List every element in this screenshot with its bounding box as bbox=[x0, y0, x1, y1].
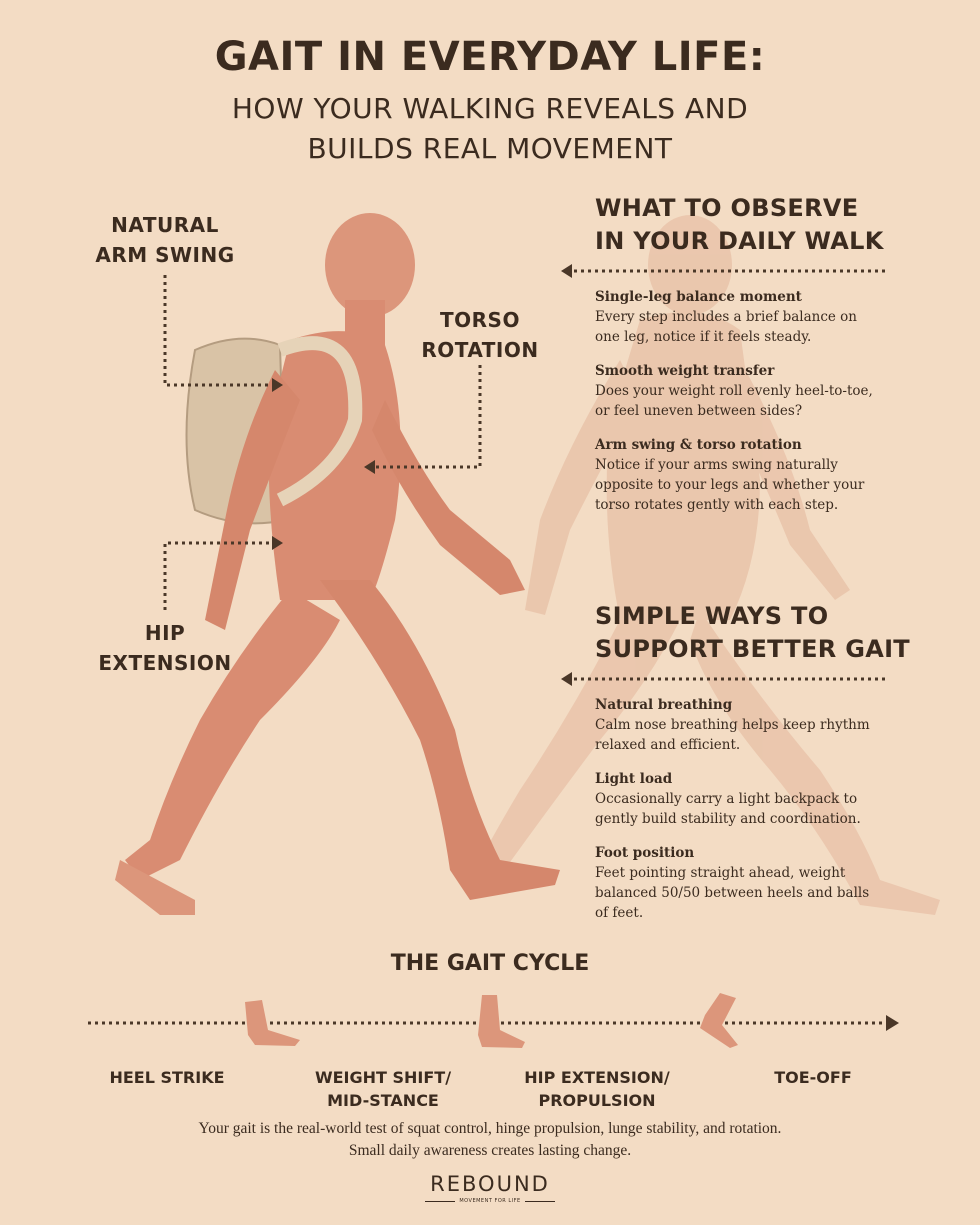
gait-cycle-feet bbox=[245, 993, 738, 1048]
logo-name: REBOUND bbox=[430, 1172, 550, 1196]
rebound-logo: REBOUND MOVEMENT FOR LIFE bbox=[390, 1172, 590, 1204]
label-torso-rotation-line-2: ROTATION bbox=[421, 338, 539, 362]
arm-swing-arrow bbox=[163, 275, 275, 387]
observe-item-title: Arm swing & torso rotation bbox=[595, 437, 802, 453]
phase-propulsion: HIP EXTENSION/PROPULSION bbox=[497, 1066, 697, 1112]
label-arm-swing: NATURAL ARM SWING bbox=[65, 210, 265, 270]
phase-mid-stance: WEIGHT SHIFT/MID-STANCE bbox=[283, 1066, 483, 1112]
support-item-text: Feet pointing straight ahead, weight bal… bbox=[595, 865, 870, 921]
foot-heel-strike bbox=[245, 1000, 300, 1046]
observe-heading: WHAT TO OBSERVE IN YOUR DAILY WALK bbox=[595, 192, 884, 258]
logo-rule-left bbox=[425, 1200, 456, 1202]
support-item-text: Calm nose breathing helps keep rhythm re… bbox=[595, 717, 870, 753]
logo-rule-right bbox=[524, 1200, 555, 1202]
observe-item-title: Single-leg balance moment bbox=[595, 289, 802, 305]
phase-label: TOE-OFF bbox=[774, 1068, 852, 1087]
label-torso-rotation: TORSO ROTATION bbox=[380, 305, 580, 365]
footer-line-1: Your gait is the real-world test of squa… bbox=[198, 1120, 782, 1137]
subtitle-line-1: HOW YOUR WALKING REVEALS AND bbox=[231, 92, 749, 125]
support-item-title: Natural breathing bbox=[595, 697, 733, 713]
support-heading-line-2: SUPPORT BETTER GAIT bbox=[595, 635, 910, 663]
foot-toe-off bbox=[700, 993, 738, 1048]
label-hip-extension: HIP EXTENSION bbox=[65, 618, 265, 678]
label-hip-extension-line-1: HIP bbox=[144, 621, 186, 645]
label-hip-extension-line-2: EXTENSION bbox=[98, 651, 232, 675]
observe-item-title: Smooth weight transfer bbox=[595, 363, 775, 379]
subtitle-line-2: BUILDS REAL MOVEMENT bbox=[307, 132, 673, 165]
observe-item-text: Does your weight roll evenly heel-to-toe… bbox=[595, 383, 873, 419]
phase-label: HEEL STRIKE bbox=[109, 1068, 225, 1087]
support-item-title: Light load bbox=[595, 771, 673, 787]
faded-walker-figure bbox=[470, 215, 940, 915]
label-arm-swing-line-2: ARM SWING bbox=[95, 243, 235, 267]
phase-label: PROPULSION bbox=[538, 1091, 656, 1110]
anatomical-walker-figure bbox=[115, 213, 560, 915]
foot-mid-stance bbox=[478, 995, 525, 1048]
observe-heading-line-2: IN YOUR DAILY WALK bbox=[595, 227, 884, 255]
phase-toe-off: TOE-OFF bbox=[713, 1066, 913, 1089]
support-heading: SIMPLE WAYS TO SUPPORT BETTER GAIT bbox=[595, 600, 910, 666]
arrowheads bbox=[272, 264, 899, 1031]
phase-heel-strike: HEEL STRIKE bbox=[67, 1066, 267, 1089]
gait-cycle-heading: THE GAIT CYCLE bbox=[390, 951, 590, 976]
phase-label: WEIGHT SHIFT/ bbox=[314, 1068, 452, 1087]
observe-item-text: Notice if your arms swing naturally oppo… bbox=[595, 457, 865, 513]
page-title: GAIT IN EVERYDAY LIFE: bbox=[214, 34, 766, 80]
phase-label: HIP EXTENSION/ bbox=[524, 1068, 670, 1087]
support-item-title: Foot position bbox=[595, 845, 695, 861]
support-item-text: Occasionally carry a light backpack to g… bbox=[595, 791, 861, 827]
footer-line-2: Small daily awareness creates lasting ch… bbox=[348, 1142, 632, 1159]
label-arm-swing-line-1: NATURAL bbox=[111, 213, 219, 237]
label-torso-rotation-line-1: TORSO bbox=[440, 308, 520, 332]
logo-tagline: MOVEMENT FOR LIFE bbox=[459, 1198, 521, 1204]
phase-label: MID-STANCE bbox=[327, 1091, 439, 1110]
hip-extension-arrow bbox=[163, 541, 275, 610]
observe-heading-line-1: WHAT TO OBSERVE bbox=[595, 194, 859, 222]
support-heading-line-1: SIMPLE WAYS TO bbox=[595, 602, 829, 630]
observe-item-text: Every step includes a brief balance on o… bbox=[595, 309, 857, 345]
